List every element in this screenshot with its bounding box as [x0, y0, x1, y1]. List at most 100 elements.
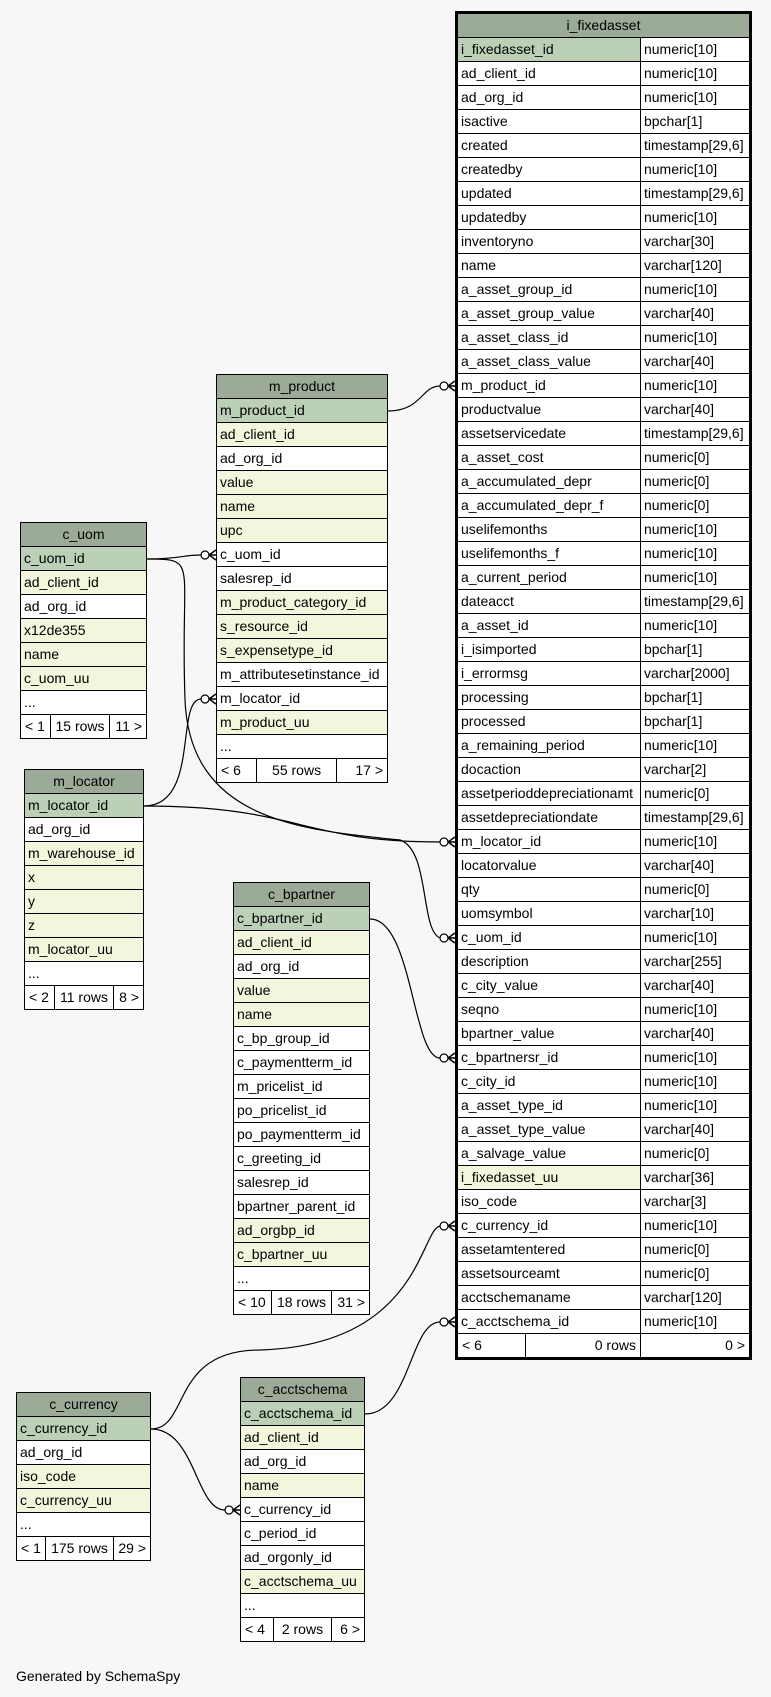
- column-name[interactable]: ...: [240, 1593, 365, 1618]
- column-name[interactable]: m_locator_id: [456, 829, 641, 854]
- column-name[interactable]: createdby: [456, 157, 641, 182]
- column-name[interactable]: ad_client_id: [456, 61, 641, 86]
- column-name[interactable]: processed: [456, 709, 641, 734]
- column-name[interactable]: ...: [20, 690, 147, 715]
- column-name[interactable]: processing: [456, 685, 641, 710]
- column-name[interactable]: y: [24, 889, 144, 914]
- children-nav[interactable]: 8 >: [113, 985, 144, 1010]
- parents-nav[interactable]: < 2: [24, 985, 55, 1010]
- column-name[interactable]: a_asset_id: [456, 613, 641, 638]
- column-name[interactable]: a_remaining_period: [456, 733, 641, 758]
- column-name[interactable]: ...: [216, 734, 388, 759]
- column-name[interactable]: i_errormsg: [456, 661, 641, 686]
- column-name[interactable]: c_uom_id: [216, 542, 388, 567]
- column-name[interactable]: c_bp_group_id: [233, 1026, 370, 1051]
- column-name[interactable]: c_bpartnersr_id: [456, 1045, 641, 1070]
- column-name[interactable]: bpartner_parent_id: [233, 1194, 370, 1219]
- column-name[interactable]: qty: [456, 877, 641, 902]
- column-name[interactable]: c_bpartner_uu: [233, 1242, 370, 1267]
- column-name[interactable]: ad_org_id: [24, 817, 144, 842]
- children-nav[interactable]: 31 >: [331, 1290, 370, 1315]
- column-name[interactable]: salesrep_id: [233, 1170, 370, 1195]
- column-name[interactable]: name: [456, 253, 641, 278]
- column-name[interactable]: docaction: [456, 757, 641, 782]
- column-name[interactable]: productvalue: [456, 397, 641, 422]
- column-name[interactable]: i_fixedasset_uu: [456, 1165, 641, 1190]
- column-name[interactable]: c_period_id: [240, 1521, 365, 1546]
- column-name[interactable]: ...: [16, 1512, 151, 1537]
- column-name[interactable]: i_isimported: [456, 637, 641, 662]
- column-name[interactable]: ad_orgonly_id: [240, 1545, 365, 1570]
- column-name[interactable]: a_asset_class_id: [456, 325, 641, 350]
- column-name[interactable]: isactive: [456, 109, 641, 134]
- column-name[interactable]: ad_client_id: [240, 1425, 365, 1450]
- column-name[interactable]: assetservicedate: [456, 421, 641, 446]
- column-name[interactable]: uomsymbol: [456, 901, 641, 926]
- children-nav[interactable]: 29 >: [112, 1536, 152, 1561]
- parents-nav[interactable]: < 1: [20, 714, 51, 739]
- column-name[interactable]: m_pricelist_id: [233, 1074, 370, 1099]
- column-name[interactable]: updatedby: [456, 205, 641, 230]
- column-name[interactable]: seqno: [456, 997, 641, 1022]
- column-name[interactable]: assetamtentered: [456, 1237, 641, 1262]
- column-name[interactable]: a_asset_group_value: [456, 301, 641, 326]
- column-name[interactable]: a_accumulated_depr_f: [456, 493, 641, 518]
- parents-nav[interactable]: < 1: [15, 1536, 47, 1561]
- column-name[interactable]: x12de355: [20, 618, 147, 643]
- column-name[interactable]: c_currency_uu: [16, 1488, 151, 1513]
- column-name[interactable]: value: [233, 978, 370, 1003]
- column-name[interactable]: ...: [233, 1266, 370, 1291]
- parents-nav[interactable]: < 6: [456, 1333, 526, 1359]
- column-name[interactable]: c_city_id: [456, 1069, 641, 1094]
- column-name[interactable]: ad_client_id: [233, 930, 370, 955]
- column-name[interactable]: a_asset_type_value: [456, 1117, 641, 1142]
- children-nav[interactable]: 17 >: [336, 758, 388, 783]
- column-name[interactable]: a_current_period: [456, 565, 641, 590]
- column-name[interactable]: ad_client_id: [20, 570, 147, 595]
- column-name[interactable]: ad_orgbp_id: [233, 1218, 370, 1243]
- column-name[interactable]: c_uom_id: [20, 546, 147, 571]
- column-name[interactable]: c_acctschema_id: [240, 1401, 365, 1426]
- table-title[interactable]: m_product: [216, 374, 388, 399]
- column-name[interactable]: m_product_uu: [216, 710, 388, 735]
- column-name[interactable]: c_bpartner_id: [233, 906, 370, 931]
- column-name[interactable]: ad_org_id: [233, 954, 370, 979]
- column-name[interactable]: c_city_value: [456, 973, 641, 998]
- parents-nav[interactable]: < 10: [233, 1290, 272, 1315]
- column-name[interactable]: ad_org_id: [20, 594, 147, 619]
- column-name[interactable]: m_product_id: [216, 398, 388, 423]
- column-name[interactable]: name: [20, 642, 147, 667]
- table-title[interactable]: m_locator: [24, 769, 144, 794]
- column-name[interactable]: iso_code: [16, 1464, 151, 1489]
- column-name[interactable]: c_currency_id: [240, 1497, 365, 1522]
- column-name[interactable]: acctschemaname: [456, 1285, 641, 1310]
- column-name[interactable]: salesrep_id: [216, 566, 388, 591]
- column-name[interactable]: a_asset_class_value: [456, 349, 641, 374]
- column-name[interactable]: assetdepreciationdate: [456, 805, 641, 830]
- column-name[interactable]: m_locator_id: [216, 686, 388, 711]
- column-name[interactable]: m_locator_id: [24, 793, 144, 818]
- parents-nav[interactable]: < 4: [239, 1617, 275, 1642]
- table-title[interactable]: c_bpartner: [233, 882, 370, 907]
- column-name[interactable]: name: [240, 1473, 365, 1498]
- column-name[interactable]: c_currency_id: [16, 1416, 151, 1441]
- column-name[interactable]: c_greeting_id: [233, 1146, 370, 1171]
- column-name[interactable]: po_pricelist_id: [233, 1098, 370, 1123]
- column-name[interactable]: name: [216, 494, 388, 519]
- column-name[interactable]: ad_client_id: [216, 422, 388, 447]
- column-name[interactable]: ad_org_id: [456, 85, 641, 110]
- column-name[interactable]: locatorvalue: [456, 853, 641, 878]
- column-name[interactable]: ad_org_id: [16, 1440, 151, 1465]
- column-name[interactable]: value: [216, 470, 388, 495]
- children-nav[interactable]: 0 >: [639, 1333, 752, 1359]
- column-name[interactable]: po_paymentterm_id: [233, 1122, 370, 1147]
- column-name[interactable]: upc: [216, 518, 388, 543]
- column-name[interactable]: assetsourceamt: [456, 1261, 641, 1286]
- column-name[interactable]: uselifemonths_f: [456, 541, 641, 566]
- column-name[interactable]: s_expensetype_id: [216, 638, 388, 663]
- column-name[interactable]: c_uom_uu: [20, 666, 147, 691]
- column-name[interactable]: updated: [456, 181, 641, 206]
- children-nav[interactable]: 11 >: [109, 714, 147, 739]
- column-name[interactable]: name: [233, 1002, 370, 1027]
- column-name[interactable]: m_product_category_id: [216, 590, 388, 615]
